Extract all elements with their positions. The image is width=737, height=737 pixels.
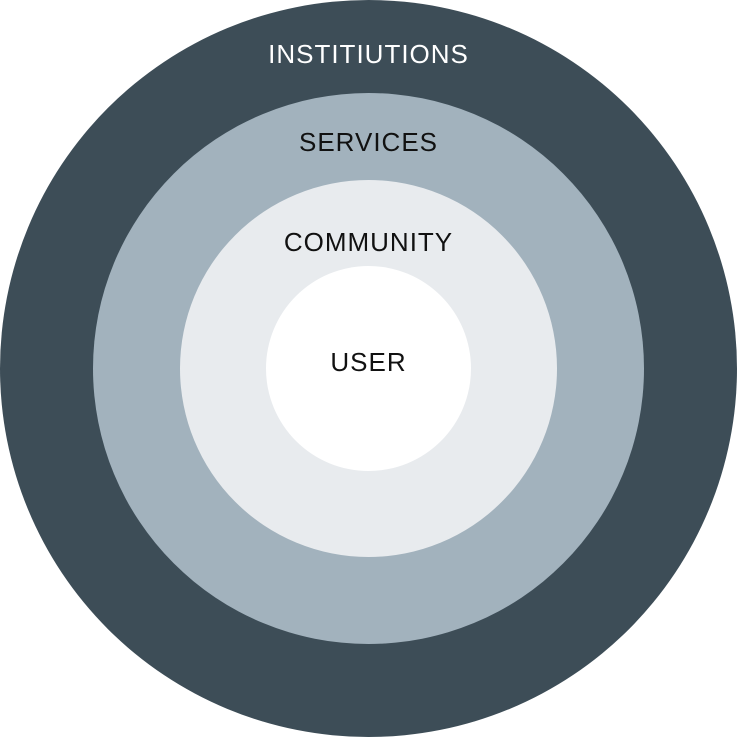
user-label: USER xyxy=(330,347,407,377)
user-ring xyxy=(266,266,471,471)
services-label: SERVICES xyxy=(298,127,438,157)
community-label: COMMUNITY xyxy=(283,227,454,257)
institutions-label: INSTITIUTIONS xyxy=(268,39,469,69)
